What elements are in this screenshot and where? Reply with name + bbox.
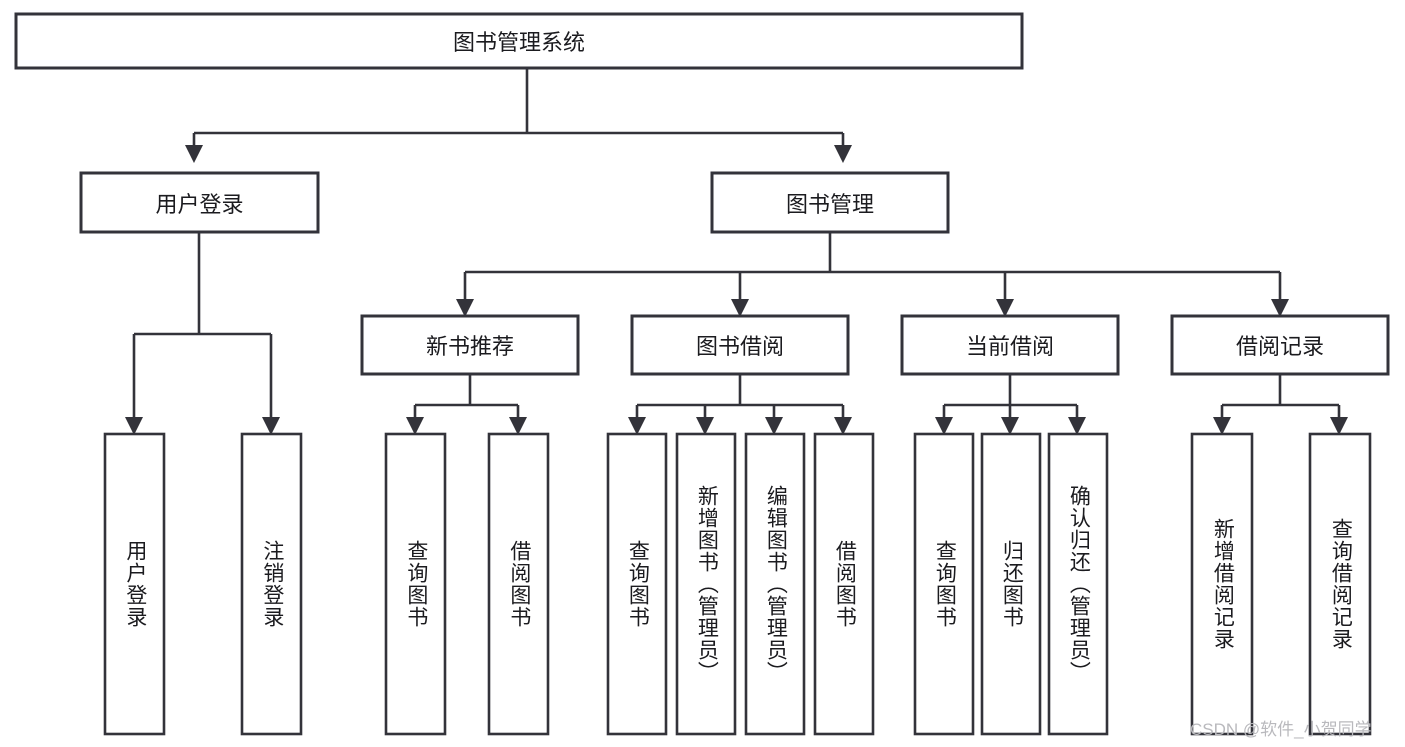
leaf-user-login-0[interactable] [103, 432, 166, 736]
connector-book-manage-to-level3 [455, 232, 1290, 318]
node-current-borrow[interactable] [900, 314, 1120, 376]
connector-record-to-leaves [1212, 374, 1349, 436]
node-user-login[interactable] [79, 171, 320, 234]
leaf-record-1[interactable] [1308, 432, 1372, 736]
leaf-borrow-0[interactable] [606, 432, 668, 736]
connector-root-to-level2 [184, 68, 853, 164]
leaf-current-2[interactable] [1047, 432, 1109, 736]
connector-borrow-to-leaves [627, 374, 853, 436]
leaf-user-login-1[interactable] [240, 432, 303, 736]
connector-user-login-to-leaves [124, 232, 281, 436]
connector-current-to-leaves [934, 374, 1087, 436]
leaf-recommend-1[interactable] [487, 432, 550, 736]
node-root[interactable] [14, 12, 1024, 70]
leaf-borrow-1[interactable] [675, 432, 737, 736]
node-book-borrow[interactable] [630, 314, 850, 376]
node-borrow-record[interactable] [1170, 314, 1390, 376]
leaf-current-0[interactable] [913, 432, 975, 736]
connector-recommend-to-leaves [405, 374, 528, 436]
leaf-borrow-3[interactable] [813, 432, 875, 736]
leaf-borrow-2[interactable] [744, 432, 806, 736]
node-new-book-recommend[interactable] [360, 314, 580, 376]
leaf-recommend-0[interactable] [384, 432, 447, 736]
node-book-manage[interactable] [710, 171, 950, 234]
leaf-record-0[interactable] [1190, 432, 1254, 736]
leaf-current-1[interactable] [980, 432, 1042, 736]
